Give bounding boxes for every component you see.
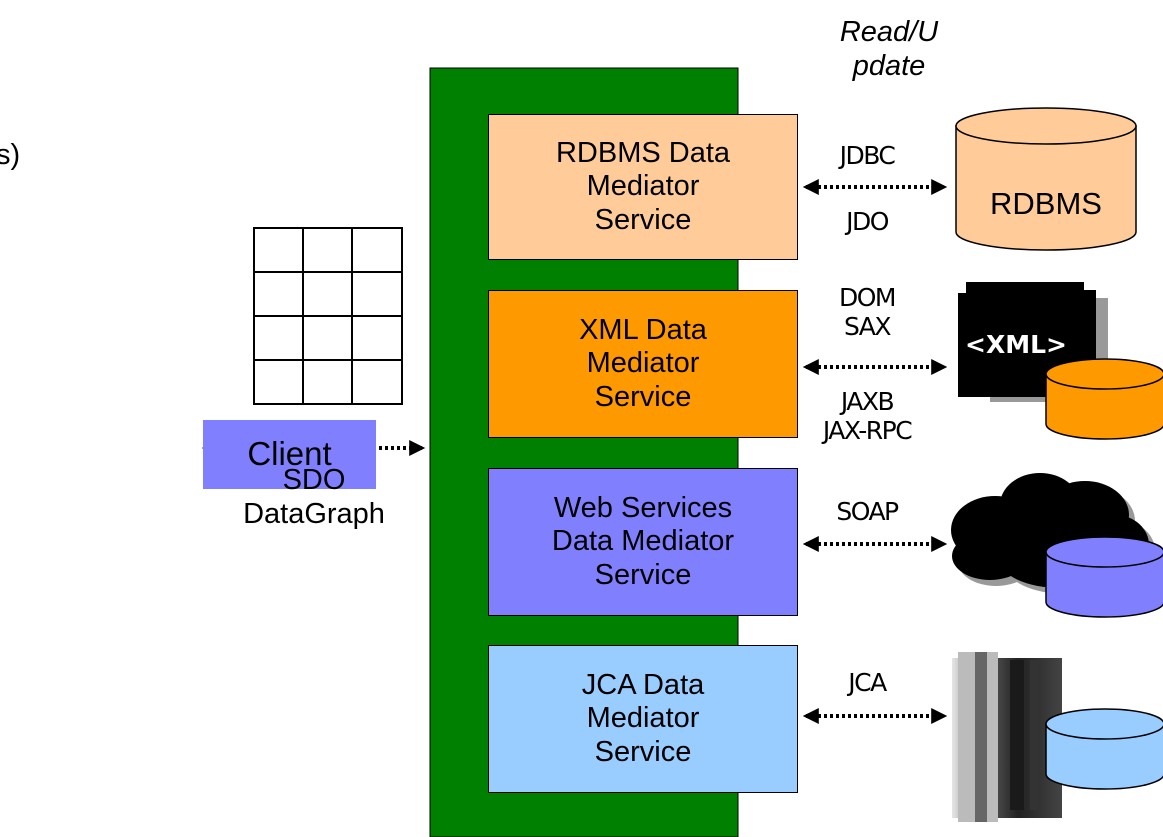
datagraph-grid-icon <box>253 227 403 405</box>
xml-mediator-service: XML Data Mediator Service <box>488 290 798 438</box>
sdo-datagraph-label: SDO DataGraph <box>243 464 385 530</box>
jca-label: JCA <box>848 668 887 697</box>
mainframe-icon <box>952 652 1062 822</box>
jca-database-icon <box>1045 708 1163 790</box>
jaxb-jaxrpc-label: JAXB JAX-RPC <box>822 387 913 445</box>
soap-label: SOAP <box>836 497 899 526</box>
rdbms-database-icon <box>955 107 1137 251</box>
rdbms-store-label: RDBMS <box>990 186 1102 221</box>
rdbms-mediator-service: RDBMS Data Mediator Service <box>488 114 798 260</box>
read-update-label: Read/U pdate <box>839 16 939 82</box>
xml-database-icon <box>1045 358 1163 440</box>
jca-mediator-service: JCA Data Mediator Service <box>488 645 798 793</box>
edge-fragment-text: s) <box>0 139 21 171</box>
jdbc-label: JDBC <box>839 141 896 170</box>
webservices-database-icon <box>1045 536 1163 618</box>
jdo-label: JDO <box>846 207 889 236</box>
dom-sax-label: DOM SAX <box>839 283 897 341</box>
xml-store-label: <XML> <box>965 330 1067 359</box>
client-box: Client <box>203 420 376 489</box>
client-label: Client <box>247 435 332 473</box>
webservices-mediator-service: Web Services Data Mediator Service <box>488 468 798 616</box>
